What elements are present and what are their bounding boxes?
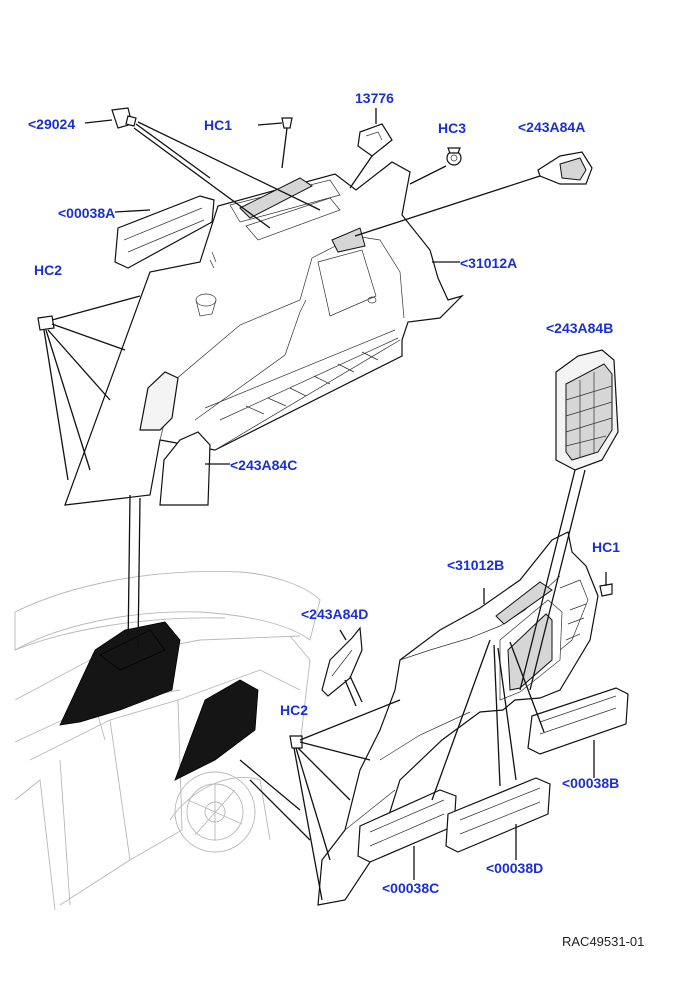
callout-243a84b: <243A84B [546, 320, 614, 336]
vehicle-outline [14, 571, 321, 911]
callout-hc2-left: HC2 [34, 262, 63, 278]
stowage-cover-00038b [527, 687, 629, 755]
fastener-hc1-right [599, 583, 613, 597]
callout-243a84c: <243A84C [230, 457, 298, 473]
callout-00038b: <00038B [562, 775, 620, 791]
stowage-cover-lh [114, 195, 215, 269]
lh-closure-panel [139, 371, 211, 506]
clip-29024 [111, 107, 137, 129]
callout-hc1-right: HC1 [592, 539, 621, 555]
stowage-cover-00038c [357, 789, 457, 863]
callout-29024: <29024 [28, 116, 76, 132]
stowage-cover-00038d [445, 777, 551, 853]
callout-00038d: <00038D [486, 860, 544, 876]
leader-lines [43, 108, 607, 901]
vehicle-trim-highlight-right [174, 679, 259, 781]
diagram-reference-code: RAC49531-01 [562, 934, 645, 949]
callout-hc1-top: HC1 [204, 117, 233, 133]
callout-243a84d: <243A84D [301, 606, 369, 622]
callout-hc3: HC3 [438, 120, 467, 136]
vehicle-trim-highlight-left [59, 621, 181, 726]
bracket-13776 [357, 123, 393, 157]
callout-243a84a: <243A84A [518, 119, 586, 135]
callout-00038a: <00038A [58, 205, 116, 221]
fastener-hc3 [446, 147, 462, 166]
fastener-hc2-right [289, 735, 303, 749]
rear-quarter-trim-panel-lh [64, 161, 465, 506]
vent-grille-243a84a [537, 151, 593, 185]
closure-panel-243a84d [321, 626, 363, 697]
fastener-hc2-left [37, 315, 55, 331]
vent-grille-243a84b [555, 349, 619, 471]
callout-31012b: <31012B [447, 557, 505, 573]
callout-hc2-right: HC2 [280, 702, 309, 718]
callout-00038c: <00038C [382, 880, 440, 896]
callout-31012a: <31012A [460, 255, 518, 271]
callout-13776: 13776 [355, 90, 394, 106]
fastener-hc1-top [281, 117, 293, 129]
